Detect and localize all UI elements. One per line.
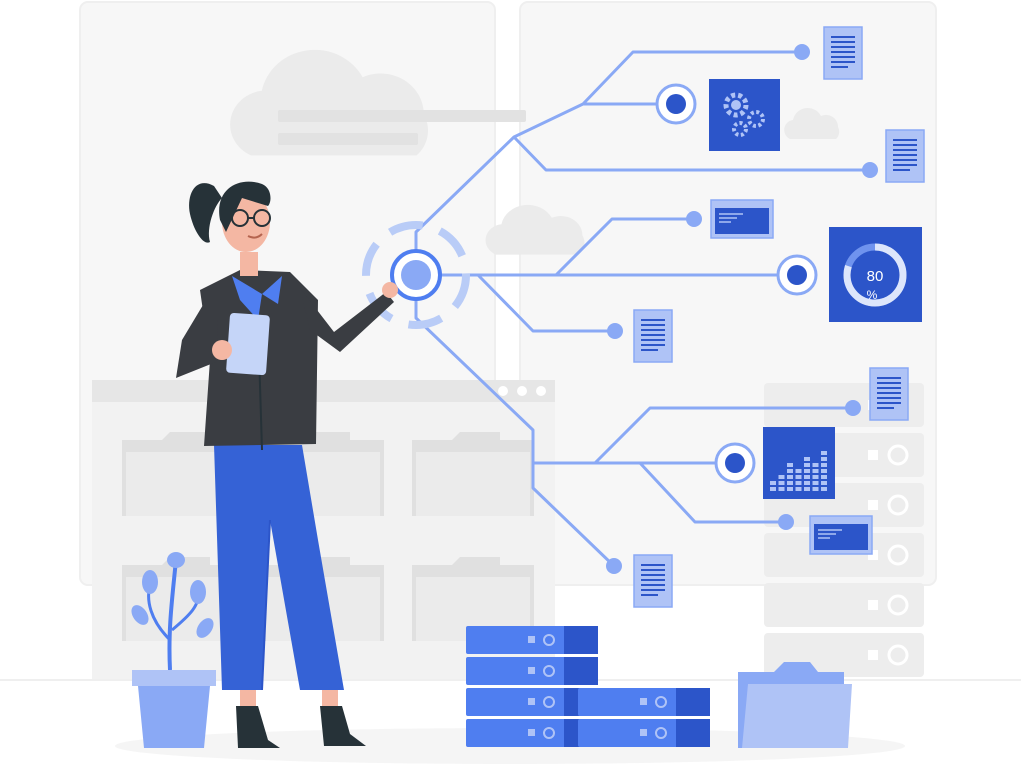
gears-icon bbox=[709, 79, 780, 151]
server-icon bbox=[465, 656, 599, 686]
woman-figure bbox=[176, 181, 398, 748]
document-icon bbox=[633, 554, 673, 608]
bar-chart-cell bbox=[804, 463, 810, 467]
bar-chart-bars bbox=[770, 451, 827, 491]
bar-chart-cell bbox=[770, 487, 776, 491]
gauge-widget: 80 % bbox=[829, 227, 922, 322]
gauge-value: 80 bbox=[867, 268, 884, 285]
network-hub bbox=[362, 221, 470, 329]
network-lines bbox=[414, 50, 870, 568]
bar-chart-cell bbox=[812, 481, 819, 485]
bar-chart-cell bbox=[804, 469, 810, 473]
server-stack bbox=[465, 625, 711, 748]
bar-chart-cell bbox=[804, 481, 810, 485]
bar-chart-cell bbox=[812, 469, 819, 473]
bar-chart-cell bbox=[804, 475, 810, 479]
bar-chart-cell bbox=[795, 487, 802, 491]
bar-chart-cell bbox=[812, 475, 819, 479]
bar-chart-cell bbox=[804, 457, 810, 461]
bar-chart-cell bbox=[821, 487, 827, 491]
document-icon bbox=[823, 26, 863, 80]
folder-icon bbox=[412, 432, 534, 516]
gauge-progress-ring bbox=[843, 243, 907, 307]
bar-chart-cell bbox=[770, 481, 776, 485]
document-icon bbox=[885, 129, 925, 183]
bar-chart-cell bbox=[778, 487, 785, 491]
window-icon bbox=[710, 199, 774, 239]
bar-chart-cell bbox=[821, 475, 827, 479]
bar-chart-cell bbox=[795, 475, 802, 479]
bar-chart-cell bbox=[778, 481, 785, 485]
gauge-unit: % bbox=[867, 288, 878, 302]
network-dots bbox=[606, 44, 878, 574]
network-node bbox=[776, 254, 818, 296]
bar-chart-cell bbox=[812, 463, 819, 467]
server-icon bbox=[577, 718, 711, 748]
bar-chart-cell bbox=[787, 475, 793, 479]
bar-chart-cell bbox=[821, 463, 827, 467]
document-icon bbox=[869, 367, 909, 421]
folder-icon bbox=[738, 662, 852, 748]
plant-icon bbox=[131, 552, 216, 748]
bar-chart-cell bbox=[795, 481, 802, 485]
bar-chart-cell bbox=[821, 457, 827, 461]
document-icon bbox=[633, 309, 673, 363]
network-node bbox=[714, 442, 756, 484]
bar-chart-cell bbox=[821, 451, 827, 455]
server-icon bbox=[465, 625, 599, 655]
bar-chart-cell bbox=[787, 463, 793, 467]
bar-chart-cell bbox=[787, 469, 793, 473]
bar-chart-cell bbox=[812, 487, 819, 491]
bar-chart-cell bbox=[804, 487, 810, 491]
bar-chart-cell bbox=[787, 481, 793, 485]
network-node bbox=[655, 83, 697, 125]
bar-chart-cell bbox=[821, 481, 827, 485]
bar-chart-cell bbox=[787, 487, 793, 491]
bar-chart-cell bbox=[821, 469, 827, 473]
bar-chart-cell bbox=[795, 469, 802, 473]
server-icon bbox=[762, 581, 926, 629]
window-icon bbox=[809, 515, 873, 555]
server-icon bbox=[577, 687, 711, 717]
bar-chart-cell bbox=[778, 475, 785, 479]
bar-chart-widget bbox=[763, 427, 835, 499]
cloud-text-placeholder bbox=[278, 110, 526, 145]
